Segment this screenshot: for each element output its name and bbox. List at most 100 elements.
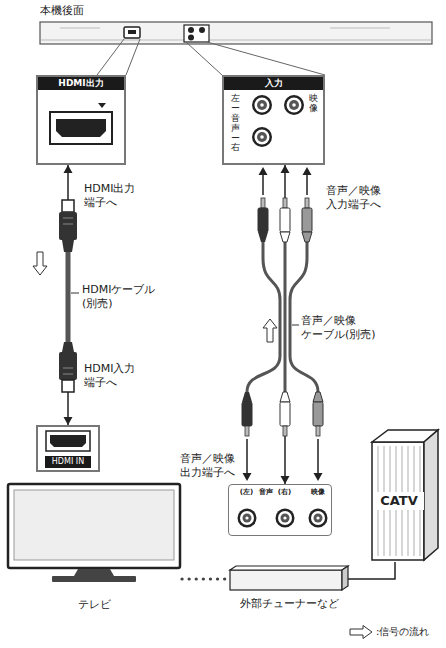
device-label: テレビ xyxy=(6,598,182,612)
rca-jack xyxy=(257,100,267,110)
catv-line xyxy=(348,562,395,579)
jack-label: (左) xyxy=(240,488,253,497)
jack-label: 映像 xyxy=(311,488,325,497)
tuner-side xyxy=(342,566,348,590)
recorder-body xyxy=(40,22,432,44)
jack-label: (右) xyxy=(278,488,291,497)
recorder: 本機後面 xyxy=(40,4,432,46)
arrow-head xyxy=(64,165,73,173)
rca-jack xyxy=(260,135,264,139)
rca-plug-tip xyxy=(261,198,265,208)
hdmi-port-mark xyxy=(124,27,140,38)
callout-leader xyxy=(97,39,325,75)
catv: CATV xyxy=(372,428,438,562)
arrow-head xyxy=(281,165,290,173)
catv-label: CATV xyxy=(374,492,424,510)
rca-plug-tip xyxy=(283,198,287,208)
rca-plug-body xyxy=(280,402,290,426)
rca-jack xyxy=(281,514,290,523)
catv-line-line xyxy=(348,562,395,579)
rca-jack xyxy=(289,100,299,110)
rca-jack xyxy=(283,516,286,519)
rca-jack xyxy=(276,509,295,528)
catv-front xyxy=(372,442,424,560)
rca-plug-body xyxy=(280,208,290,232)
rca-plug-boot xyxy=(302,232,312,242)
rca-jack xyxy=(240,511,254,525)
rca-jack xyxy=(252,127,272,147)
rca-jack xyxy=(255,98,270,113)
legend-text: :信号の流れ xyxy=(376,625,429,638)
tuner: 外部チューナーなど xyxy=(230,566,348,614)
recorder-detail xyxy=(41,28,431,40)
callout-box: HDMI IN xyxy=(36,425,100,472)
rca-jack xyxy=(311,511,325,525)
terminal-heading: 入力 xyxy=(224,77,323,90)
rca-jack xyxy=(284,95,304,115)
hdmi-cable-wire xyxy=(66,252,71,342)
hdmi-plug-body xyxy=(59,212,77,240)
rca-jack xyxy=(245,516,248,519)
rca-jack xyxy=(287,98,302,113)
tuner-front xyxy=(230,570,342,590)
rca-plug-tip xyxy=(316,426,320,436)
hdmi-port xyxy=(50,112,112,144)
plug-arrow xyxy=(263,174,307,195)
av-wire xyxy=(247,242,280,392)
rca-plug-body xyxy=(302,208,312,232)
hdmi-plug-detail xyxy=(63,218,73,224)
rca-plug-body xyxy=(242,402,252,426)
rca-jack xyxy=(260,103,264,107)
leader-line xyxy=(292,325,299,326)
av-wire xyxy=(284,242,287,392)
jack-mark xyxy=(199,27,205,33)
plug-arrow-head xyxy=(243,473,323,481)
hdmi-port-slot xyxy=(50,435,86,447)
rca-plug-tip xyxy=(283,426,287,436)
tuner-top xyxy=(230,566,348,570)
jack-label: 左ー音声ー右 xyxy=(231,94,240,153)
signal-flow-arrow xyxy=(33,252,47,275)
plug-arrow xyxy=(247,439,318,474)
rca-jack xyxy=(292,103,296,107)
jack-label: 映像 xyxy=(309,94,318,114)
hdmi-plug-body xyxy=(59,352,77,380)
hdmi-port-slot xyxy=(128,30,136,34)
rca-jack xyxy=(238,509,257,528)
tv: テレビ xyxy=(6,482,182,615)
jack-label: 音声 xyxy=(259,488,273,497)
rca-plug-boot xyxy=(313,392,323,402)
callout-label: HDMI入力 端子へ xyxy=(84,362,150,391)
callout-label: HDMI出力 端子へ xyxy=(84,182,150,211)
rca-plug-boot xyxy=(280,232,290,242)
rca-jack xyxy=(309,509,328,528)
arrow-head xyxy=(281,476,290,484)
device-label: 外部チューナーなど xyxy=(230,597,348,611)
rca-jack xyxy=(316,516,319,519)
tv-screen xyxy=(14,490,174,560)
jack-mark xyxy=(188,27,194,33)
signal-flow-arrow xyxy=(263,319,277,342)
rca-jack xyxy=(257,132,267,142)
tv-stand xyxy=(74,569,114,576)
arrow-head xyxy=(64,417,73,425)
rca-plug-boot xyxy=(280,392,290,402)
rca-plug-tip xyxy=(245,426,249,436)
hdmi-port-slot xyxy=(56,119,106,137)
device-heading: 本機後面 xyxy=(40,4,84,18)
rca-plug-tip xyxy=(305,198,309,208)
legend-arrow-sample xyxy=(350,626,372,639)
tv-stand-base xyxy=(52,576,136,582)
terminal-label: HDMI IN xyxy=(45,456,91,468)
hdmi-plug-metal xyxy=(62,380,74,392)
cable-label: 音声／映像 ケーブル(別売) xyxy=(301,314,393,343)
plug-arrow-head xyxy=(259,167,312,175)
rca-jack xyxy=(314,514,323,523)
rca-jack xyxy=(255,130,270,145)
catv-side xyxy=(424,430,438,560)
rca-jack xyxy=(243,514,252,523)
dotted-link-line xyxy=(182,577,230,580)
tv-frame xyxy=(8,484,180,568)
rca-plug-boot xyxy=(258,232,268,242)
